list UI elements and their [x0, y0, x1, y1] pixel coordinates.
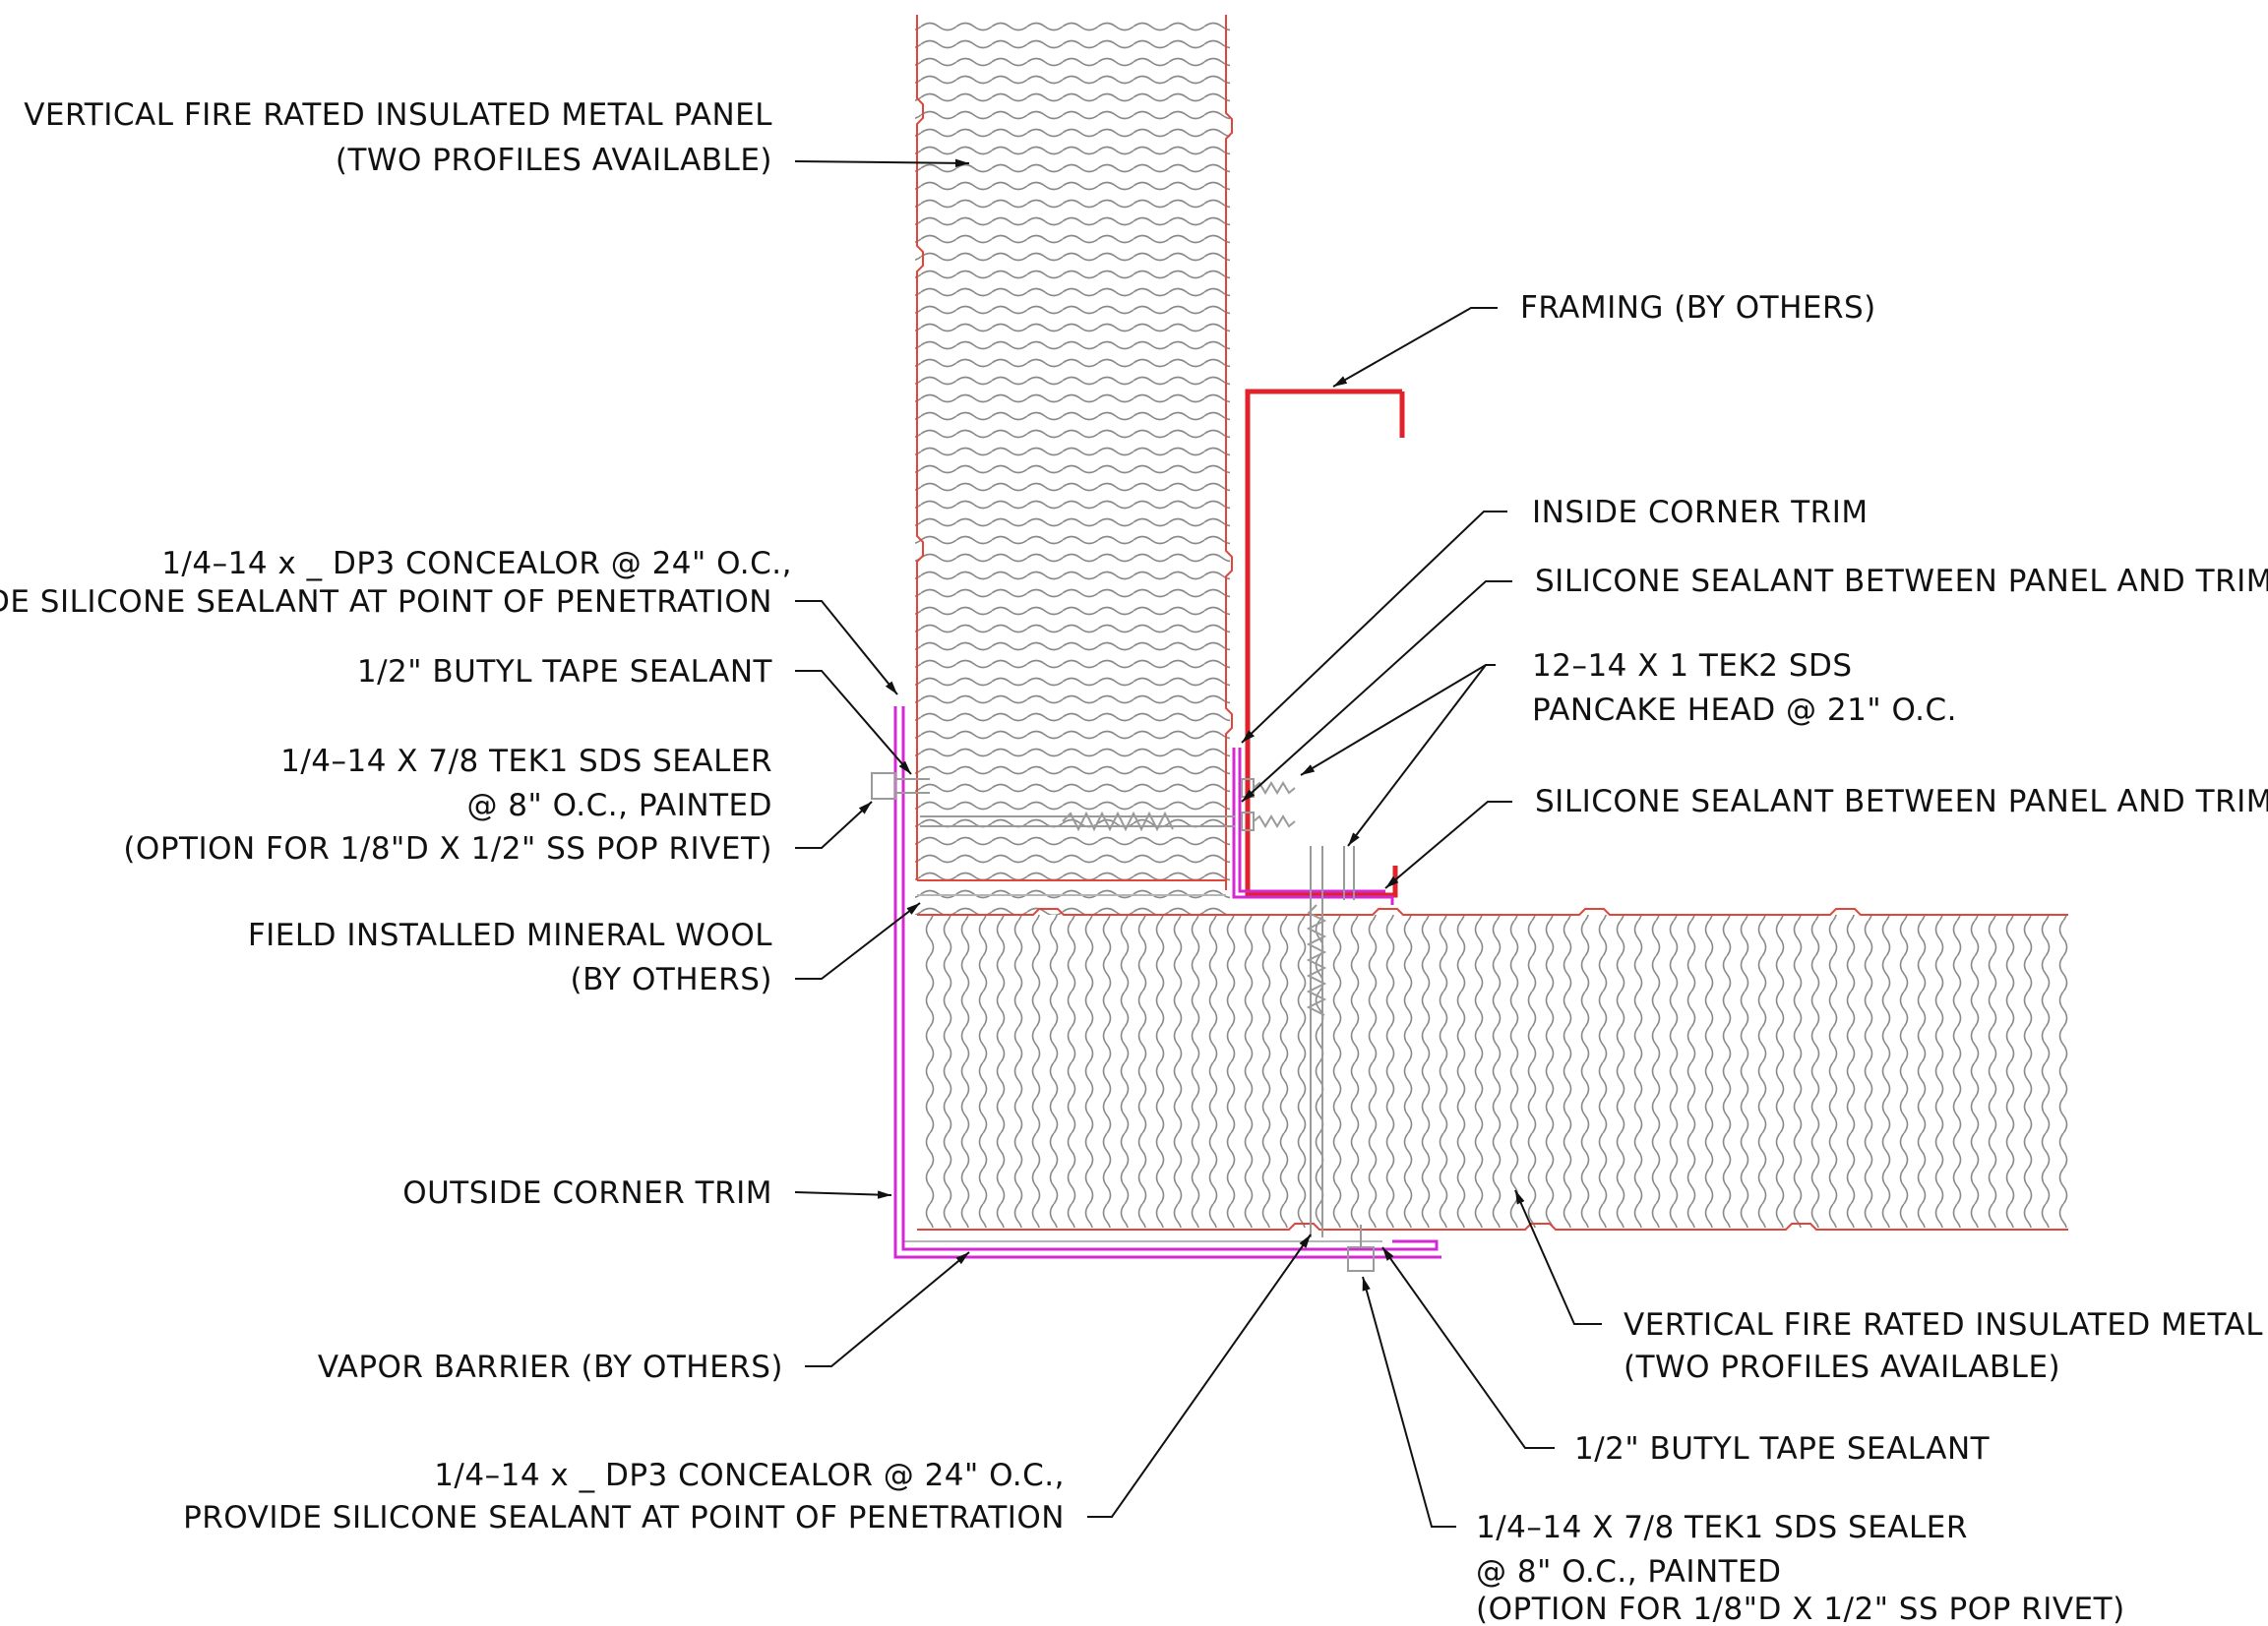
label-butyl-bottom: 1/2" BUTYL TAPE SEALANT	[1574, 1431, 1991, 1467]
label-tek1-bottom-1: 1/4–14 X 7/8 TEK1 SDS SEALER	[1476, 1510, 1968, 1545]
label-mineral-wool-1: FIELD INSTALLED MINERAL WOOL	[248, 918, 772, 953]
leader-outside-corner-trim	[794, 1190, 892, 1199]
tek1-bottom-fastener	[1347, 1225, 1375, 1272]
leader-tek1-bottom	[1362, 1276, 1456, 1528]
dp3-bottom-concealor	[1306, 846, 1327, 1237]
horizontal-panel-top-face	[917, 908, 2068, 916]
label-outside-corner-trim: OUTSIDE CORNER TRIM	[402, 1175, 772, 1211]
leader-tek1-left	[795, 801, 873, 849]
horizontal-panel	[917, 908, 2068, 1231]
label-tek2-1: 12–14 X 1 TEK2 SDS	[1532, 648, 1853, 684]
leader-inside-corner-trim	[1241, 511, 1507, 744]
horizontal-panel-bottom-face	[917, 1223, 2068, 1231]
framing-channel	[1245, 389, 1402, 898]
leader-dp3-left	[795, 600, 898, 695]
vertical-panel-right-face	[1225, 15, 1233, 890]
label-tek1-bottom-3: (OPTION FOR 1/8"D X 1/2" SS POP RIVET)	[1476, 1592, 2125, 1626]
leader-bottom-panel	[1514, 1189, 1602, 1325]
label-dp3-bottom-2: PROVIDE SILICONE SEALANT AT POINT OF PEN…	[183, 1500, 1065, 1536]
tek1-left-fastener	[871, 772, 930, 800]
label-silicone-2: SILICONE SEALANT BETWEEN PANEL AND TRIM	[1535, 784, 2268, 819]
label-tek2-2: PANCAKE HEAD @ 21" O.C.	[1532, 693, 1957, 728]
leader-tek2-a	[1300, 664, 1496, 776]
inside-corner-trim	[1232, 748, 1394, 905]
label-dp3-left-2: PROVIDE SILICONE SEALANT AT POINT OF PEN…	[0, 584, 772, 620]
callout-labels: VERTICAL FIRE RATED INSULATED METAL PANE…	[0, 97, 2268, 1626]
leader-silicone-1	[1241, 580, 1512, 803]
label-silicone-1: SILICONE SEALANT BETWEEN PANEL AND TRIM	[1535, 564, 2268, 599]
vertical-panel-left-face	[916, 15, 924, 880]
leader-dp3-bottom	[1087, 1234, 1312, 1518]
label-butyl-left: 1/2" BUTYL TAPE SEALANT	[357, 654, 773, 690]
leader-silicone-2	[1384, 801, 1512, 889]
leader-tek2-b	[1347, 664, 1487, 847]
horizontal-panel-core	[917, 915, 2068, 1228]
leader-butyl-left	[795, 670, 912, 775]
leader-butyl-bottom	[1381, 1246, 1555, 1449]
dp3-left-concealor	[920, 811, 1235, 832]
label-framing: FRAMING (BY OTHERS)	[1520, 290, 1876, 326]
vertical-panel	[915, 15, 1233, 915]
leader-lines	[794, 158, 1602, 1528]
label-bottom-panel-1: VERTICAL FIRE RATED INSULATED METAL PANE…	[1624, 1307, 2268, 1343]
label-vapor-barrier: VAPOR BARRIER (BY OTHERS)	[318, 1350, 783, 1385]
label-tek1-bottom-2: @ 8" O.C., PAINTED	[1476, 1554, 1782, 1590]
leader-mineral-wool	[795, 902, 921, 980]
label-bottom-panel-2: (TWO PROFILES AVAILABLE)	[1624, 1350, 2060, 1385]
leader-vapor-barrier	[805, 1251, 970, 1367]
leader-framing	[1332, 307, 1498, 388]
tek2-vertical-fastener	[1343, 846, 1355, 900]
label-top-panel-1: VERTICAL FIRE RATED INSULATED METAL PANE…	[24, 97, 772, 133]
label-tek1-left-3: (OPTION FOR 1/8"D X 1/2" SS POP RIVET)	[123, 831, 772, 867]
label-top-panel-2: (TWO PROFILES AVAILABLE)	[336, 143, 772, 178]
label-mineral-wool-2: (BY OTHERS)	[570, 962, 772, 997]
outside-corner-trim	[893, 706, 1441, 1259]
vertical-panel-core	[915, 15, 1230, 915]
label-tek1-left-1: 1/4–14 X 7/8 TEK1 SDS SEALER	[280, 744, 772, 779]
label-inside-corner-trim: INSIDE CORNER TRIM	[1532, 495, 1869, 530]
label-dp3-bottom-1: 1/4–14 x _ DP3 CONCEALOR @ 24" O.C.,	[434, 1458, 1065, 1493]
label-dp3-left-1: 1/4–14 x _ DP3 CONCEALOR @ 24" O.C.,	[161, 546, 792, 581]
tek2-fastener-lower	[1241, 812, 1296, 831]
label-tek1-left-2: @ 8" O.C., PAINTED	[466, 788, 772, 823]
leader-top-panel	[794, 158, 970, 168]
